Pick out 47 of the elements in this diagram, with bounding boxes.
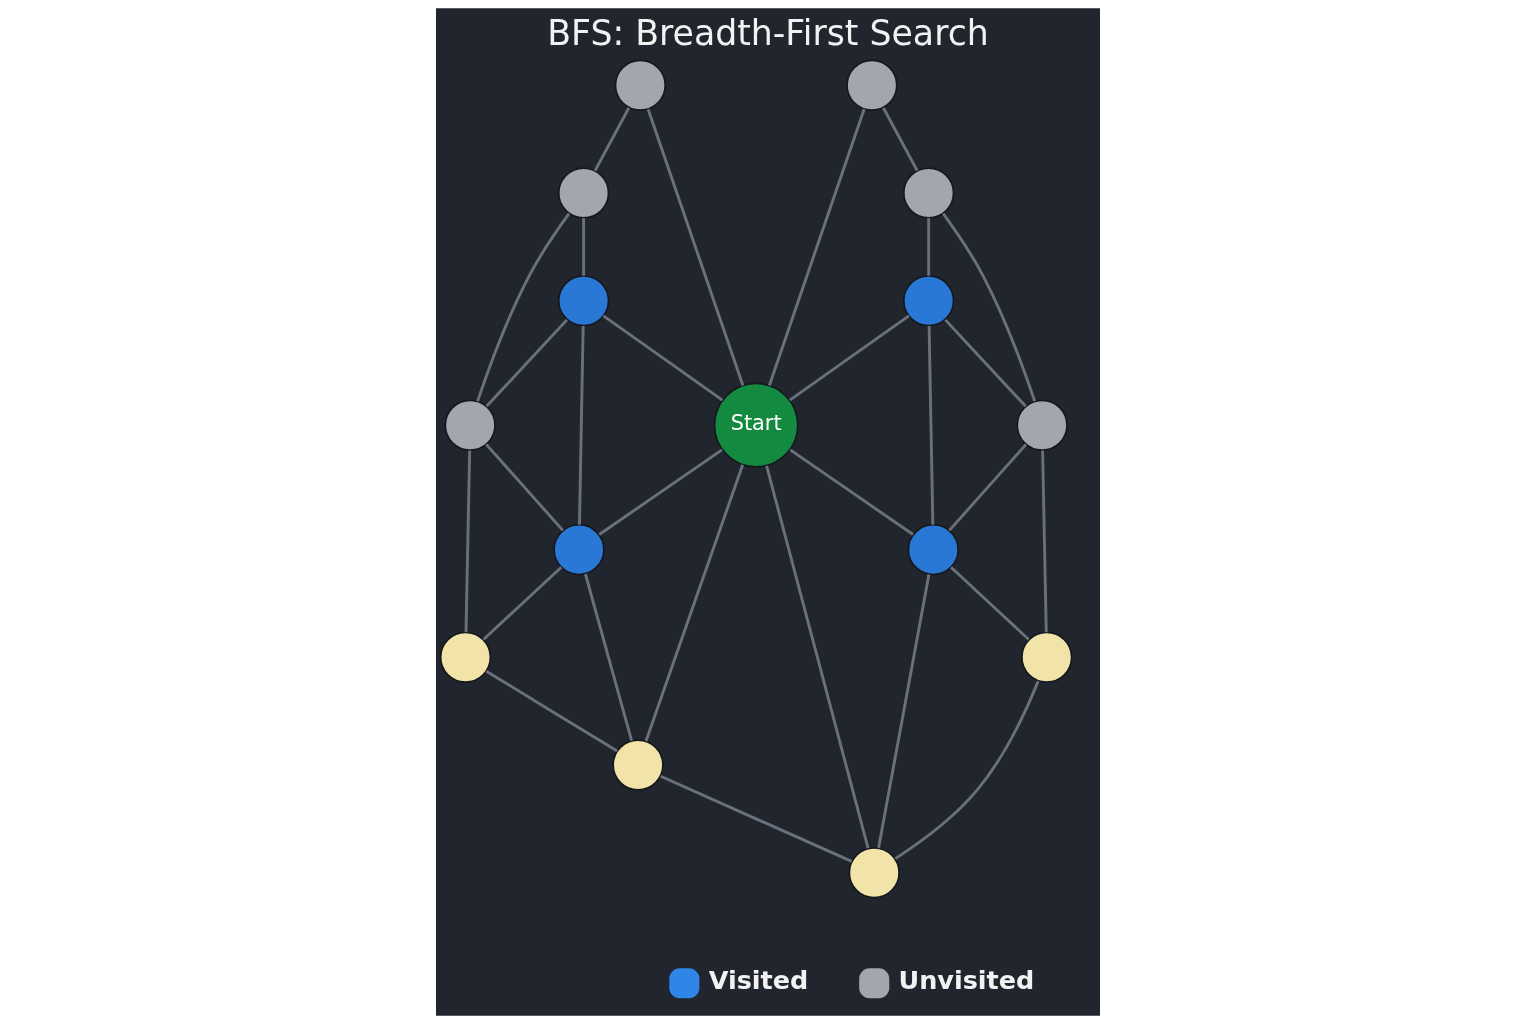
connector bbox=[882, 107, 919, 172]
connector bbox=[894, 680, 1040, 860]
connector bbox=[485, 443, 564, 532]
node-circle bbox=[902, 274, 955, 327]
node-circle bbox=[848, 846, 900, 899]
diagram-title: BFS: Breadth-First Search bbox=[547, 13, 989, 54]
connector bbox=[646, 108, 745, 386]
node-circle bbox=[902, 167, 955, 219]
connector bbox=[464, 450, 472, 633]
node-circle bbox=[846, 59, 898, 112]
legend-label: Visited bbox=[708, 964, 809, 995]
node-circle bbox=[614, 59, 667, 112]
connector bbox=[578, 325, 585, 525]
node-circle: Start bbox=[713, 382, 799, 468]
legend-label: Unvisited bbox=[898, 964, 1035, 995]
node-circle bbox=[444, 399, 496, 451]
connector bbox=[482, 566, 563, 641]
connector bbox=[789, 314, 910, 402]
node-circle bbox=[439, 631, 492, 684]
connector bbox=[948, 443, 1028, 532]
connector bbox=[660, 774, 853, 863]
connector bbox=[877, 574, 931, 849]
connector bbox=[485, 669, 618, 753]
connector bbox=[765, 465, 870, 849]
connector bbox=[644, 464, 745, 742]
connector bbox=[593, 107, 631, 172]
connector bbox=[602, 314, 724, 402]
node-circle bbox=[553, 523, 605, 576]
connector bbox=[950, 566, 1030, 641]
connector bbox=[789, 448, 914, 536]
connector bbox=[598, 448, 723, 536]
node-circle bbox=[907, 523, 960, 576]
connector bbox=[1041, 450, 1048, 633]
connector bbox=[927, 218, 931, 276]
node-circle bbox=[1021, 631, 1073, 684]
connector bbox=[944, 318, 1027, 408]
node-circle bbox=[557, 274, 610, 327]
connector bbox=[927, 325, 935, 525]
connector bbox=[485, 318, 568, 408]
node-circle bbox=[612, 739, 664, 791]
node-circle bbox=[557, 167, 610, 219]
connector bbox=[476, 212, 571, 402]
connector bbox=[582, 218, 586, 276]
connector bbox=[942, 212, 1037, 402]
node-circle bbox=[1016, 399, 1068, 451]
connector bbox=[584, 573, 633, 742]
connector bbox=[768, 108, 866, 386]
